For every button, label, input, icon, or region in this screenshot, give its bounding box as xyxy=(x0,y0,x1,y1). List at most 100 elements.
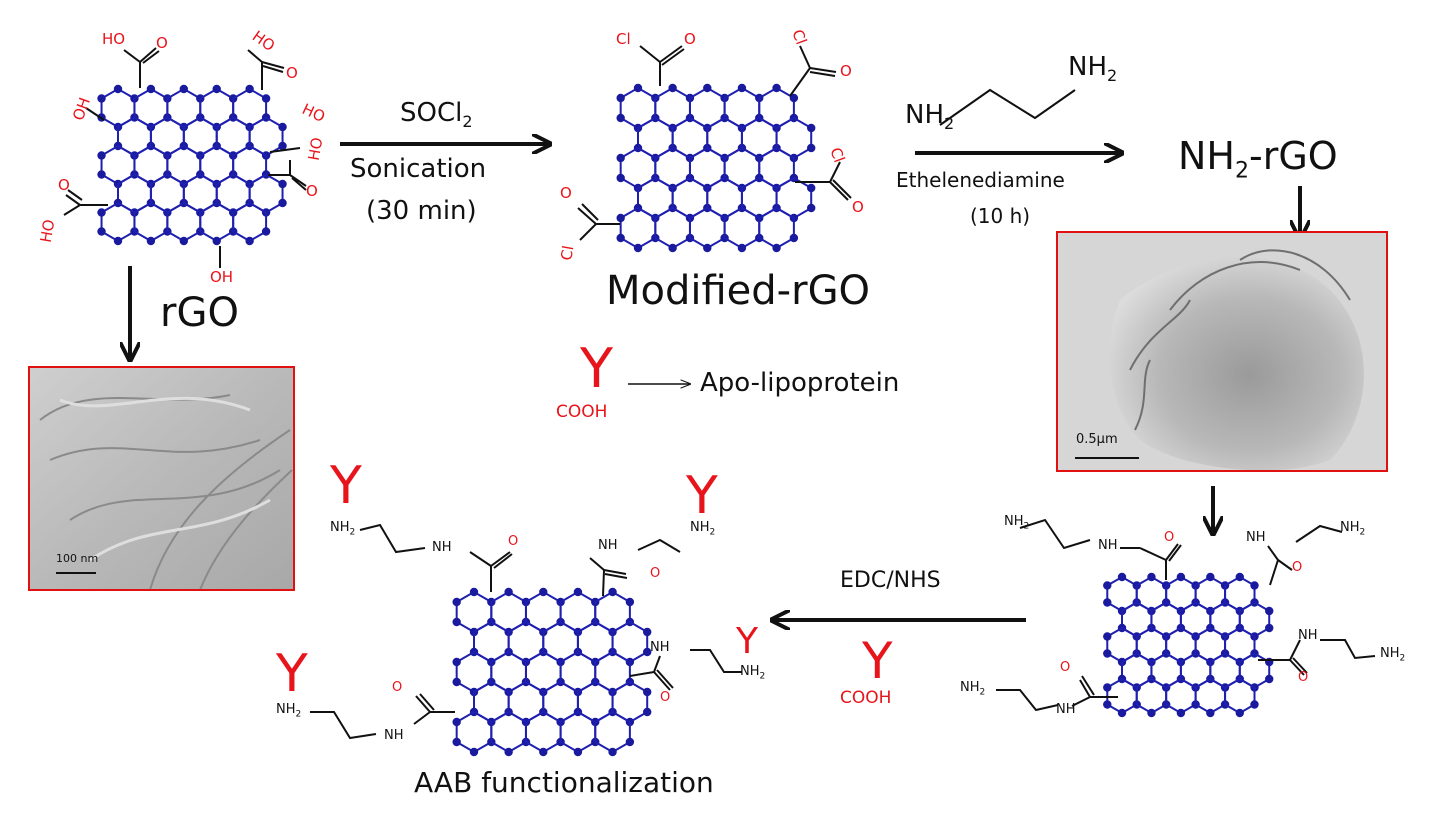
carbon-atom xyxy=(278,179,287,189)
carbon-atom xyxy=(146,84,156,94)
oxygen-label: O xyxy=(840,62,852,80)
carbon-atom xyxy=(643,707,652,717)
rgo-label: rGO xyxy=(160,290,239,336)
carbon-atom xyxy=(807,183,816,193)
carbon-atom xyxy=(573,747,583,757)
carbon-atom xyxy=(278,141,287,151)
tem-image-nh2-rgo xyxy=(1056,231,1388,472)
carbon-atom xyxy=(452,617,461,627)
carbon-atom xyxy=(212,236,221,246)
oxygen-label: O xyxy=(1298,670,1309,685)
oxygen-label: O xyxy=(560,184,572,202)
carbon-atom xyxy=(807,203,816,213)
carbon-atom xyxy=(1235,572,1244,582)
carbon-atom xyxy=(146,236,156,246)
hexagon-ring xyxy=(1165,677,1197,715)
carbon-atom xyxy=(1235,708,1244,718)
carbon-atom xyxy=(608,587,617,597)
condition-time-30min: (30 min) xyxy=(366,196,477,226)
carbon-atom xyxy=(1103,598,1112,607)
carbon-atom xyxy=(1206,708,1215,718)
carbon-atom xyxy=(807,123,816,133)
carbon-atom xyxy=(1103,649,1112,658)
carbon-atom xyxy=(469,587,479,597)
ethylenediamine-nh2-right: NH2 xyxy=(1068,52,1118,86)
scale-label-rgo: 100 nm xyxy=(56,552,99,565)
oxygen-label: O xyxy=(508,534,519,549)
nh2-label: NH2 xyxy=(1340,520,1366,538)
hexagon-ring xyxy=(688,206,726,250)
nh2-label: NH2 xyxy=(1004,514,1030,532)
antibody-y-icon: Y xyxy=(862,632,893,690)
ethylenediamine-nh2-left: NH2 xyxy=(905,100,955,134)
nh-label: NH xyxy=(1246,530,1266,545)
carbon-atom xyxy=(1117,572,1127,582)
oxygen-label: O xyxy=(1292,560,1303,575)
carbon-atom xyxy=(772,83,781,93)
carbon-atom xyxy=(573,587,583,597)
oxygen-label: O xyxy=(1164,530,1175,545)
carbon-atom xyxy=(452,677,461,687)
carbon-atom xyxy=(789,233,799,243)
carbon-atom xyxy=(1117,708,1127,718)
carbon-atom xyxy=(633,83,643,93)
nh-label: NH xyxy=(598,538,618,553)
carbon-atom xyxy=(1147,572,1156,582)
carbon-atom xyxy=(278,122,287,132)
antibody-y-icon: Y xyxy=(330,456,362,516)
carbon-atom xyxy=(772,243,781,253)
oxygen-label: O xyxy=(684,30,696,48)
hexagon-ring xyxy=(654,206,691,250)
carbon-atom xyxy=(668,243,677,253)
scale-bar-rgo xyxy=(56,572,96,574)
carbon-atom xyxy=(469,747,479,757)
hexagon-ring xyxy=(133,201,169,243)
carbon-atom xyxy=(97,208,106,217)
carbon-atom xyxy=(278,198,287,208)
carbon-atom xyxy=(616,173,625,183)
antibody-y-icon: Y xyxy=(276,644,308,704)
hexagon-ring xyxy=(100,201,136,243)
nh2-label: NH2 xyxy=(330,520,356,538)
modified-rgo-label: Modified-rGO xyxy=(606,268,871,314)
hexagon-ring xyxy=(723,206,761,250)
carbon-atom xyxy=(245,236,254,246)
carbon-atom xyxy=(616,233,625,243)
hexagon-ring xyxy=(1224,677,1256,715)
carbon-atom xyxy=(452,717,461,727)
carbon-atom xyxy=(504,747,513,757)
carbon-atom xyxy=(643,687,652,697)
hexagon-ring xyxy=(559,710,597,754)
aab-functionalization-label: AAB functionalization xyxy=(414,766,714,799)
hexagon-ring xyxy=(490,710,527,754)
antibody-y-icon: Y xyxy=(736,621,758,662)
carbon-atom xyxy=(616,113,625,123)
hexagon-ring xyxy=(594,710,631,754)
carbon-atom xyxy=(625,737,635,747)
antibody-y-icon: Y xyxy=(580,337,613,400)
carbon-atom xyxy=(1265,674,1274,684)
nh-label: NH xyxy=(1056,702,1076,717)
carbon-atom xyxy=(1103,700,1112,709)
legend-cooh-label: COOH xyxy=(556,402,608,422)
carbon-atom xyxy=(97,151,106,160)
nh-label: NH xyxy=(432,540,452,555)
ho-label: HO xyxy=(102,30,126,48)
functional-group-bonds xyxy=(63,45,1376,740)
condition-time-10h: (10 h) xyxy=(970,204,1031,228)
graphene-lattice-icon xyxy=(616,83,816,253)
carbon-atom xyxy=(113,236,123,246)
oxygen-label: O xyxy=(852,198,864,216)
carbon-atom xyxy=(504,587,513,597)
reagent-cooh-label: COOH xyxy=(840,688,892,708)
carbon-atom xyxy=(616,93,625,103)
reagent-ethylenediamine: Ethelenediamine xyxy=(896,168,1065,192)
nh-label: NH xyxy=(1298,628,1318,643)
oxygen-label: O xyxy=(156,34,168,52)
tem-image-rgo xyxy=(28,366,295,591)
carbon-atom xyxy=(212,84,221,94)
carbon-atom xyxy=(807,143,816,153)
carbon-atom xyxy=(539,587,548,597)
reagent-edc-nhs: EDC/NHS xyxy=(840,568,941,593)
